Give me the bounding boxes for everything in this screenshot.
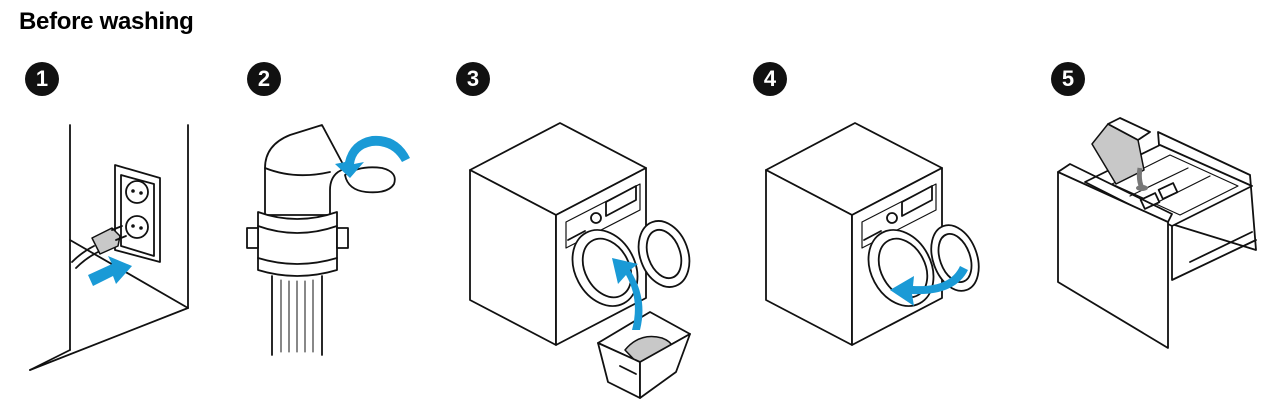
open-door xyxy=(637,220,691,288)
water-hose xyxy=(271,275,323,356)
open-water-tap-illustration xyxy=(0,0,440,411)
blue-arrow-icon xyxy=(612,258,643,330)
washing-machine xyxy=(469,122,647,346)
plug-into-socket-illustration xyxy=(0,0,220,411)
tap-valve-handle xyxy=(344,166,396,194)
load-laundry-illustration xyxy=(469,122,691,399)
blue-arrow-icon xyxy=(890,266,968,306)
power-plug xyxy=(71,225,127,269)
detergent-cup xyxy=(1091,117,1151,191)
detergent-drawer xyxy=(1057,131,1257,349)
step-2-badge: 2 xyxy=(247,62,281,96)
step-1-badge: 1 xyxy=(25,62,59,96)
water-tap xyxy=(246,124,349,277)
door-closing xyxy=(930,224,980,292)
step-3-badge: 3 xyxy=(456,62,490,96)
rotate-arrow-icon xyxy=(335,135,410,178)
laundry-basket xyxy=(597,311,691,399)
page-title: Before washing xyxy=(19,8,194,35)
step-4-badge: 4 xyxy=(753,62,787,96)
close-door-illustration xyxy=(765,122,980,346)
wall-socket xyxy=(114,164,161,263)
step-5-badge: 5 xyxy=(1051,62,1085,96)
wall-corner xyxy=(29,124,189,371)
blue-arrow-icon xyxy=(88,256,132,286)
